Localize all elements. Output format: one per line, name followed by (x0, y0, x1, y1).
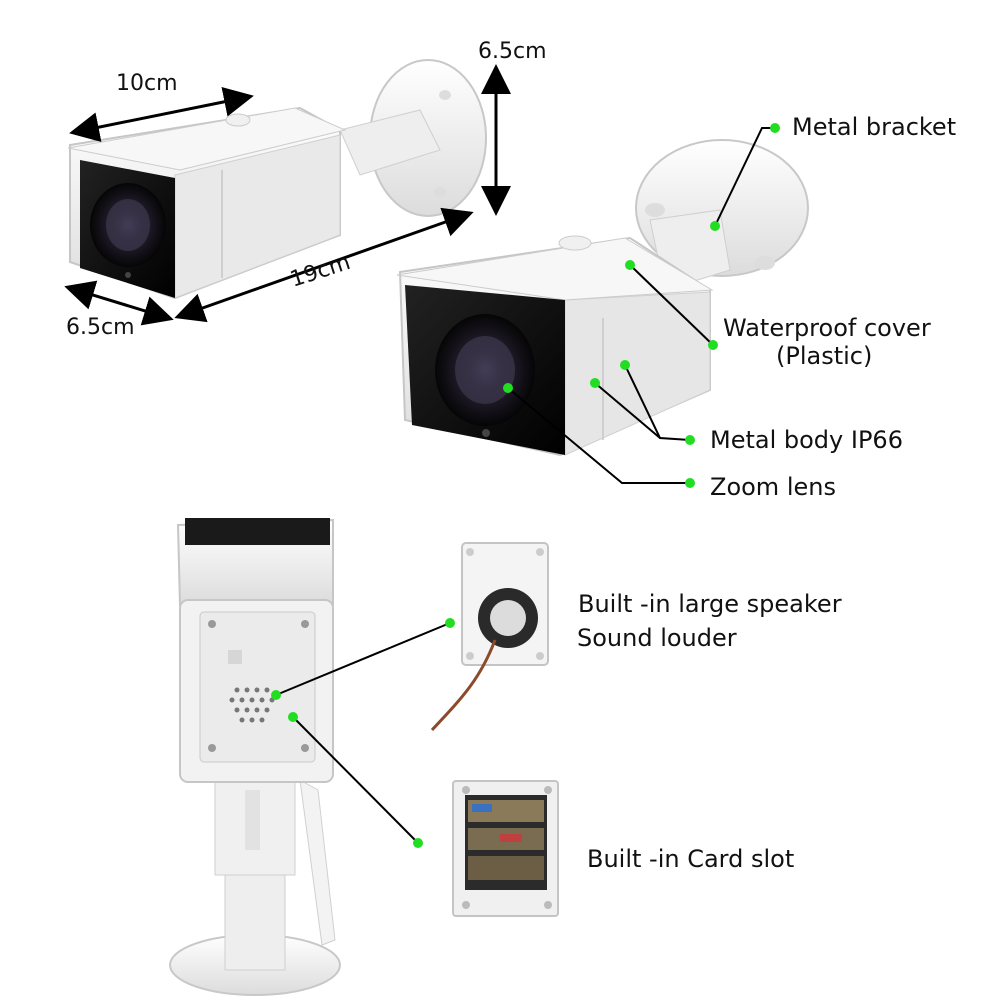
camera-rear-view (169, 518, 341, 996)
callout-card-slot: Built -in Card slot (587, 845, 795, 873)
callout-speaker-line2: Sound louder (577, 624, 737, 652)
card-slot-image (452, 780, 559, 917)
dimension-width: 6.5cm (66, 315, 135, 340)
callout-metal-bracket: Metal bracket (792, 113, 957, 141)
dimension-height: 6.5cm (478, 39, 547, 64)
dimension-length-top: 10cm (116, 71, 178, 96)
callout-waterproof-cover-sub: (Plastic) (776, 342, 873, 370)
callout-zoom-lens: Zoom lens (710, 473, 836, 501)
speaker-module-image (430, 542, 549, 732)
callout-lines-bottom (275, 622, 451, 844)
callout-waterproof-cover: Waterproof cover (723, 314, 931, 342)
dimension-arrows (64, 64, 511, 326)
camera-large-annotated (396, 139, 809, 457)
callout-metal-body: Metal body IP66 (710, 426, 903, 454)
callout-dots (271, 123, 780, 848)
callout-speaker-line1: Built -in large speaker (578, 590, 842, 618)
